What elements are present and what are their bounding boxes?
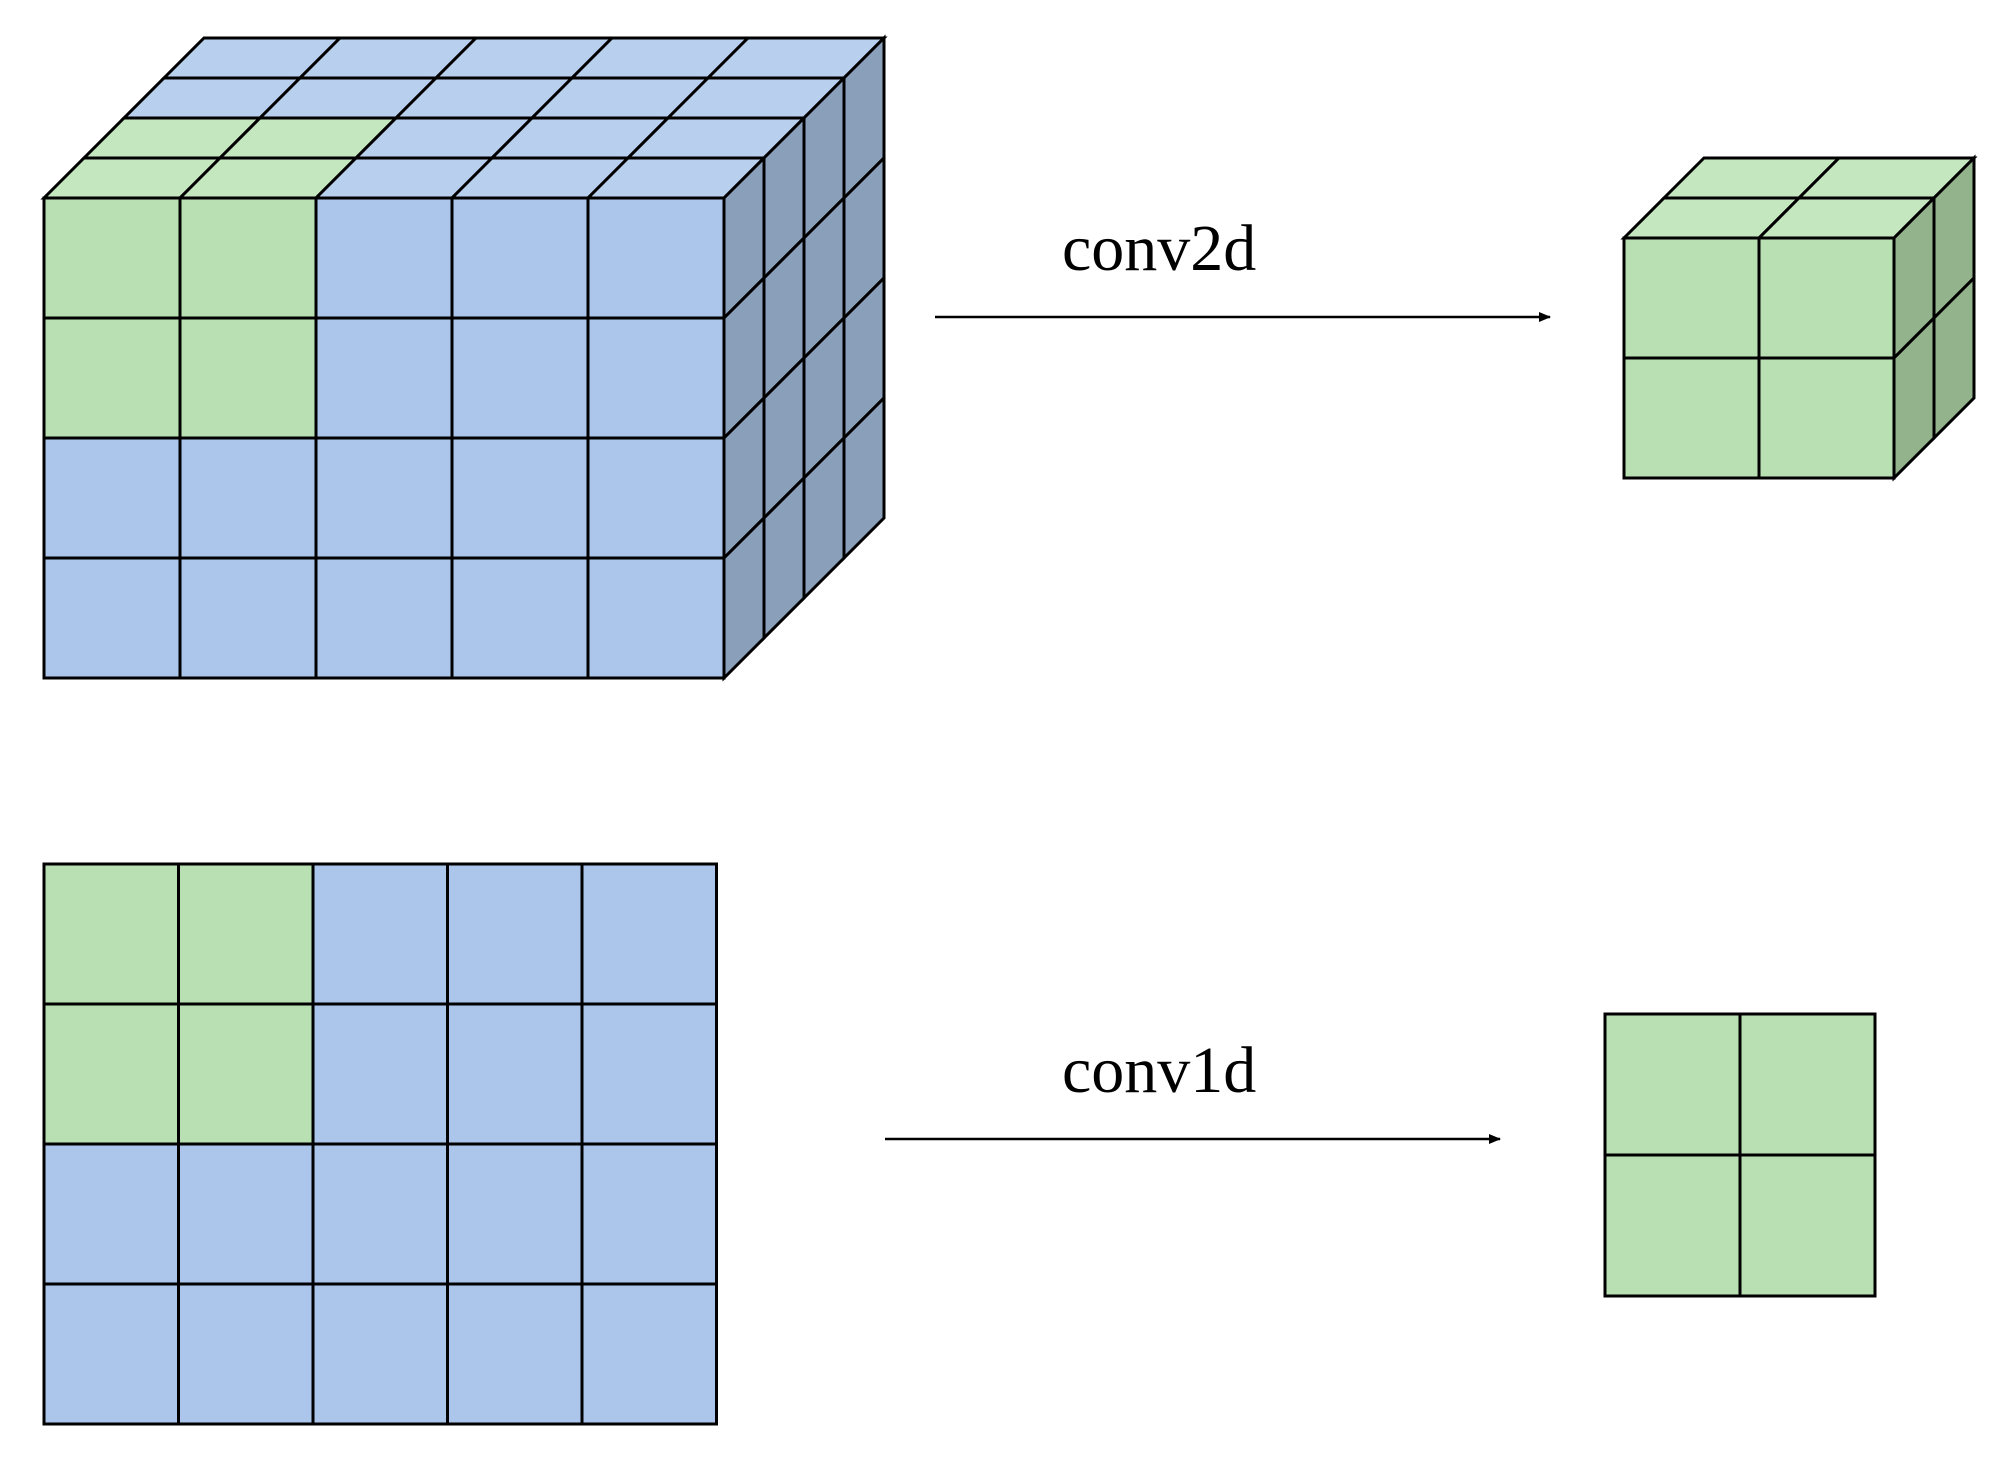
grid-cell bbox=[311, 1002, 449, 1146]
front-cell bbox=[586, 316, 726, 440]
grid-cell bbox=[1603, 1153, 1742, 1298]
front-cell bbox=[586, 436, 726, 560]
front-cell bbox=[178, 196, 318, 320]
input-grid bbox=[42, 862, 718, 1426]
front-cell bbox=[1622, 356, 1761, 480]
front-cell bbox=[450, 556, 590, 680]
grid-cell bbox=[177, 1282, 315, 1426]
grid-cell bbox=[446, 1282, 584, 1426]
grid-cell bbox=[177, 1002, 315, 1146]
front-cell bbox=[1757, 356, 1896, 480]
output-grid bbox=[1603, 1012, 1877, 1298]
front-cell bbox=[314, 316, 454, 440]
grid-cell bbox=[311, 862, 449, 1006]
grid-cell bbox=[446, 862, 584, 1006]
grid-cell bbox=[1738, 1012, 1877, 1157]
grid-cell bbox=[311, 1142, 449, 1286]
front-cell bbox=[586, 556, 726, 680]
front-cell bbox=[42, 556, 182, 680]
grid-cell bbox=[580, 1002, 718, 1146]
front-cell bbox=[178, 556, 318, 680]
grid-cell bbox=[580, 1142, 718, 1286]
front-cell bbox=[1757, 236, 1896, 360]
front-cell bbox=[178, 436, 318, 560]
front-cell bbox=[450, 436, 590, 560]
input-volume bbox=[40, 34, 888, 682]
grid-cell bbox=[42, 862, 180, 1006]
output-volume bbox=[1620, 154, 1978, 482]
grid-cell bbox=[311, 1282, 449, 1426]
grid-cell bbox=[177, 862, 315, 1006]
front-cell bbox=[42, 316, 182, 440]
grid-cell bbox=[580, 1282, 718, 1426]
front-cell bbox=[450, 316, 590, 440]
grid-cell bbox=[42, 1002, 180, 1146]
front-cell bbox=[450, 196, 590, 320]
front-cell bbox=[178, 316, 318, 440]
grid-cell bbox=[446, 1002, 584, 1146]
front-cell bbox=[314, 436, 454, 560]
grid-cell bbox=[177, 1142, 315, 1286]
grid-cell bbox=[42, 1142, 180, 1286]
front-cell bbox=[314, 196, 454, 320]
front-cell bbox=[314, 556, 454, 680]
front-cell bbox=[42, 436, 182, 560]
front-cell bbox=[1622, 236, 1761, 360]
conv1d-label: conv1d bbox=[1062, 1034, 1256, 1107]
conv2d-label: conv2d bbox=[1062, 212, 1256, 285]
grid-cell bbox=[42, 1282, 180, 1426]
grid-cell bbox=[1603, 1012, 1742, 1157]
front-cell bbox=[586, 196, 726, 320]
grid-cell bbox=[1738, 1153, 1877, 1298]
grid-cell bbox=[446, 1142, 584, 1286]
front-cell bbox=[42, 196, 182, 320]
grid-cell bbox=[580, 862, 718, 1006]
